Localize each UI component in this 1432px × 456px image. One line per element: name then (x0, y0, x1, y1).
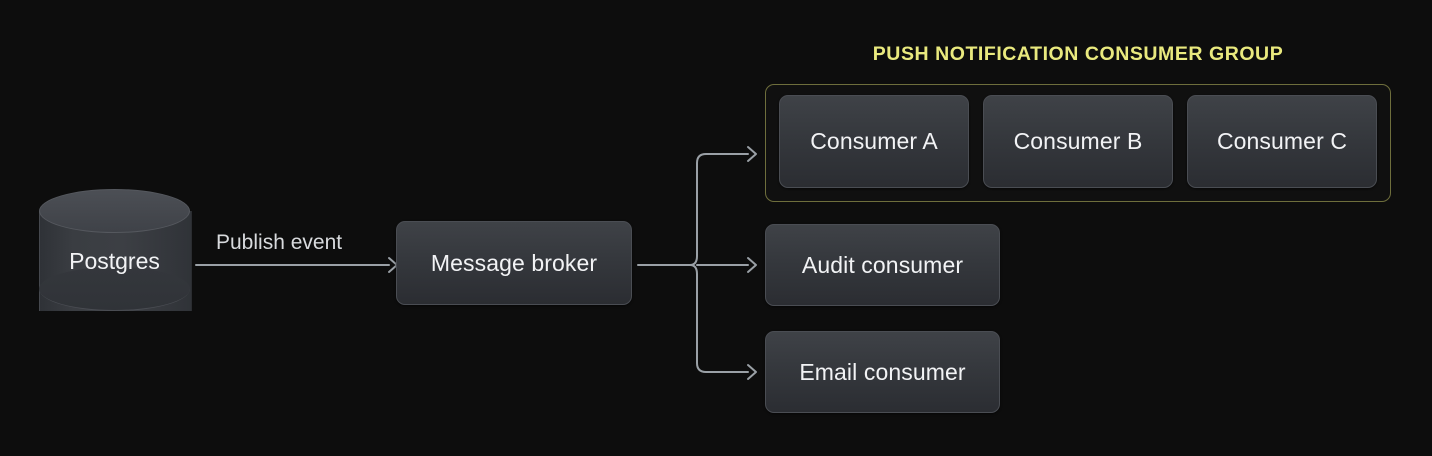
consumer-b-node[interactable]: Consumer B (983, 95, 1173, 188)
edge-broker-to-email (689, 264, 757, 380)
edge-broker-to-audit (696, 257, 757, 273)
edge-publish-event (195, 257, 398, 273)
edge-label-publish-event: Publish event (216, 231, 343, 254)
cylinder-bottom-ellipse (39, 267, 190, 311)
postgres-database-node[interactable]: Postgres (39, 189, 192, 333)
consumer-group-title: PUSH NOTIFICATION CONSUMER GROUP (872, 43, 1284, 65)
audit-consumer-node[interactable]: Audit consumer (765, 224, 1000, 306)
email-consumer-node[interactable]: Email consumer (765, 331, 1000, 413)
edge-broker-to-consumer-group (689, 146, 757, 266)
consumer-c-node[interactable]: Consumer C (1187, 95, 1377, 188)
postgres-label: Postgres (69, 247, 160, 274)
message-broker-node[interactable]: Message broker (396, 221, 632, 305)
cylinder-top-ellipse (39, 189, 190, 233)
consumer-a-node[interactable]: Consumer A (779, 95, 969, 188)
